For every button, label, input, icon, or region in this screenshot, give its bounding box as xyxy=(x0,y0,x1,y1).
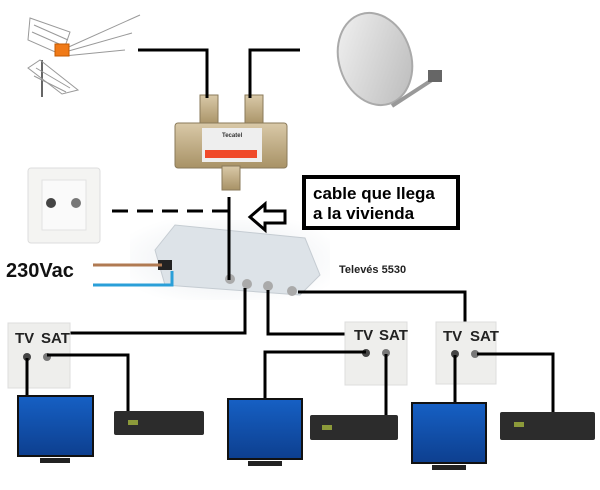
receiver-room-2-icon xyxy=(310,415,398,440)
outlet-3-sat-label: SAT xyxy=(470,328,499,345)
outlet-3-tv-label: TV xyxy=(443,328,463,345)
wall-outlet-icon xyxy=(27,167,101,244)
receiver-room-3-icon xyxy=(500,412,595,440)
tv-room-3-icon xyxy=(411,402,487,470)
outlet-1-tv-label: TV xyxy=(15,330,35,347)
room-2-cables xyxy=(263,350,388,417)
antenna-cables xyxy=(138,48,300,98)
room-1-cables xyxy=(25,353,130,412)
satellite-dish-icon xyxy=(336,11,442,108)
outlet-2-tv-label: TV xyxy=(354,327,374,344)
arrow-left-icon xyxy=(247,200,287,234)
combiner-icon: Tecatel xyxy=(174,94,288,191)
callout-box: cable que llega a la vivienda xyxy=(302,175,460,230)
power-cable-neutral xyxy=(93,271,174,287)
tv-room-2-icon xyxy=(227,398,303,466)
outlet-2-sat-label: SAT xyxy=(379,327,408,344)
tv-room-1-icon xyxy=(17,395,94,463)
terrestrial-antenna-icon xyxy=(27,14,141,97)
receiver-room-1-icon xyxy=(114,411,204,435)
callout-line-1: cable que llega xyxy=(313,184,435,203)
outlet-1-sat-label: SAT xyxy=(41,330,70,347)
amplifier-model-label: Televés 5530 xyxy=(339,264,407,276)
room-3-cables xyxy=(453,352,555,413)
callout-line-2: a la vivienda xyxy=(313,204,415,223)
combiner-brand: Tecatel xyxy=(222,133,243,139)
power-label: 230Vac xyxy=(6,260,74,282)
